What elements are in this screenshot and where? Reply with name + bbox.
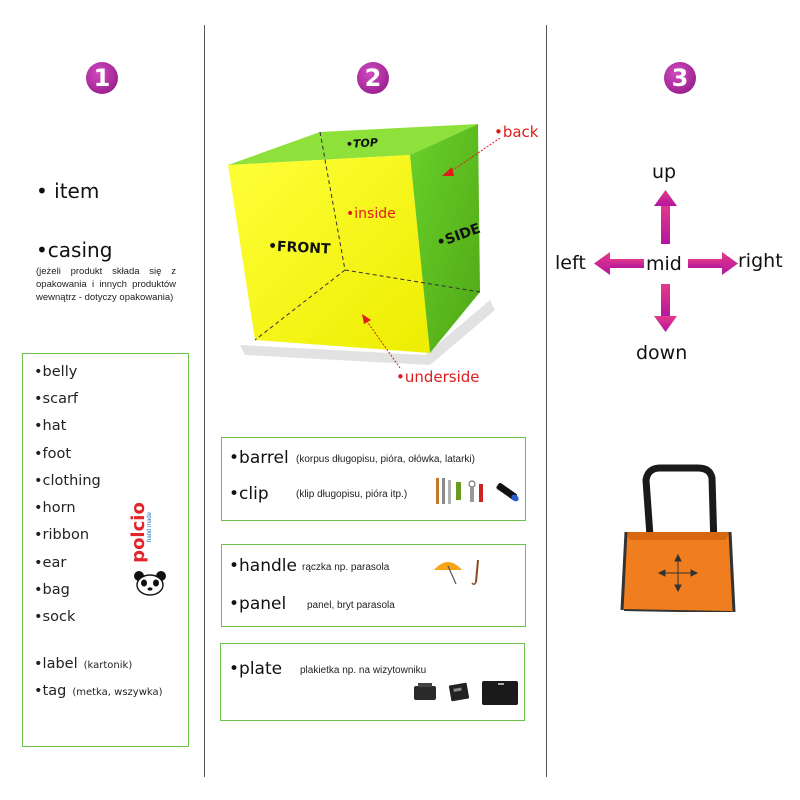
underside-arrow-head (362, 314, 371, 324)
back-arrow-head (442, 167, 454, 176)
plate-desc: plakietka np. na wizytowniku (300, 665, 427, 676)
direction-left: left (555, 252, 586, 274)
tag-item: •tag (metka, wszywka) (34, 683, 163, 699)
list-item: •belly (34, 364, 78, 380)
cube-back-label: •back (494, 123, 539, 141)
plate-term: •plate (229, 659, 283, 679)
list-item: •scarf (34, 391, 79, 407)
column-number-3: 3 (664, 62, 696, 94)
umbrella-icon (434, 559, 479, 586)
column-divider-1 (204, 25, 205, 777)
cube-inside-label: •inside (346, 206, 396, 222)
list-item: •sock (34, 609, 76, 625)
column-number-2: 2 (357, 62, 389, 94)
bag-icon (620, 464, 736, 612)
arrow-down-head (654, 316, 677, 332)
barrel-desc: (korpus długopisu, pióra, ołówka, latark… (296, 454, 475, 465)
tag-note: (metka, wszywka) (72, 687, 163, 698)
casing-note: (jeżeli produkt składa się z opakowania … (36, 266, 176, 303)
column-number-1: 1 (86, 62, 118, 94)
flashlight-icon (496, 483, 519, 502)
cube-front-label: •FRONT (267, 238, 331, 258)
arrow-left-head (594, 252, 610, 275)
list-item: •foot (34, 446, 72, 462)
arrow-right-head (722, 252, 738, 275)
list-item: •bag (34, 582, 70, 598)
list-item: •ear (34, 555, 67, 571)
handle-desc: rączka np. parasola (302, 562, 390, 573)
list-item: •clothing (34, 473, 101, 489)
label-term: •label (34, 656, 78, 672)
business-card-holder-icon (414, 681, 518, 705)
cube-shadow (240, 300, 495, 365)
panda-icon (134, 571, 166, 596)
list-item: •horn (34, 500, 76, 516)
polcio-logo: polcio hand made (127, 494, 172, 596)
cube-top-face (228, 124, 478, 165)
casing-label: •casing (36, 238, 113, 262)
hidden-edge (254, 269, 346, 341)
arrow-down-icon (661, 284, 670, 318)
panel-term: •panel (229, 594, 287, 614)
col1-list-box (22, 353, 189, 747)
barrel-term: •barrel (229, 448, 289, 468)
arrow-up-head (654, 190, 677, 206)
arrow-right-icon (688, 259, 724, 268)
list-item: •ribbon (34, 527, 90, 543)
underside-arrow (365, 319, 401, 369)
plate-box (220, 643, 525, 721)
arrow-up-icon (661, 204, 670, 244)
label-note: (kartonik) (83, 660, 133, 671)
pen-icon (436, 478, 519, 504)
handle-term: •handle (229, 556, 297, 576)
logo-text: polcio (127, 502, 149, 563)
direction-up: up (652, 161, 677, 183)
clip-term: •clip (229, 484, 269, 504)
cube-diagram (228, 124, 501, 369)
hidden-edge (319, 131, 346, 271)
back-arrow (449, 137, 501, 173)
hidden-edge (344, 269, 481, 293)
label-item: •label (kartonik) (34, 656, 132, 672)
logo-subtext: hand made (147, 511, 154, 543)
panel-desc: panel, bryt parasola (307, 600, 395, 611)
tag-term: •tag (34, 683, 67, 699)
clip-desc: (klip długopisu, pióra itp.) (296, 489, 408, 500)
handle-panel-box (221, 544, 526, 627)
direction-arrows (594, 190, 738, 332)
column-divider-2 (546, 25, 547, 777)
arrow-left-icon (608, 259, 644, 268)
cube-front-face (228, 155, 430, 353)
cube-underside-label: •underside (396, 368, 480, 386)
direction-down: down (636, 342, 688, 364)
cube-side-face (410, 124, 480, 353)
item-label: • item (36, 179, 100, 203)
direction-mid: mid (646, 253, 682, 275)
barrel-clip-box (221, 437, 526, 521)
cube-top-label: •TOP (345, 135, 379, 152)
list-item: •hat (34, 418, 67, 434)
direction-right: right (738, 250, 783, 272)
